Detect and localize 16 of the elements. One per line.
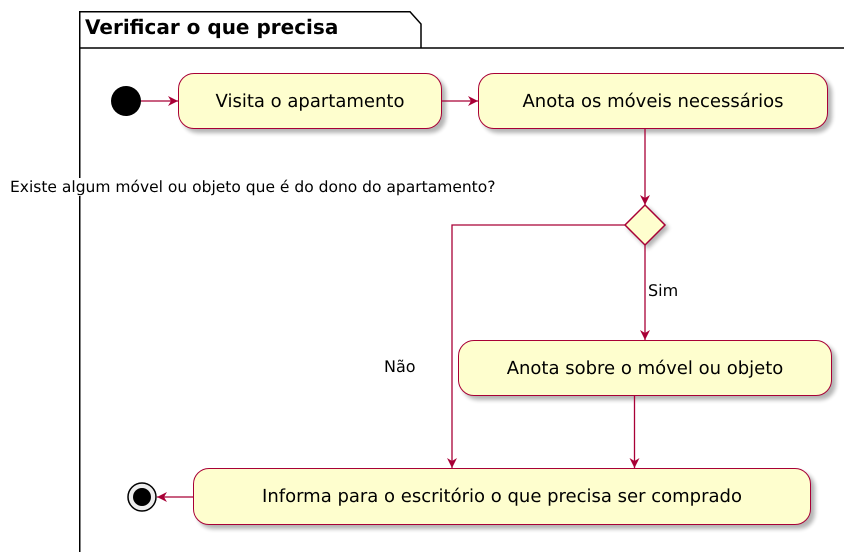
decision-question: Existe algum móvel ou objeto que é do dono do apartamento? xyxy=(10,178,496,196)
action-box: Visita o apartamento xyxy=(178,73,442,129)
arrow xyxy=(630,396,640,468)
start-node xyxy=(111,86,141,116)
end-node xyxy=(127,482,157,512)
decision-diamond xyxy=(625,205,665,245)
arrow xyxy=(442,96,478,106)
arrow xyxy=(447,224,625,468)
arrow xyxy=(157,492,193,502)
arrow xyxy=(640,129,650,205)
arrow xyxy=(141,96,178,106)
action-box: Anota os móveis necessários xyxy=(478,73,828,129)
action-box: Informa para o escritório o que precisa ser comprado xyxy=(193,468,811,525)
action-box: Anota sobre o móvel ou objeto xyxy=(458,340,832,396)
arrow xyxy=(640,245,650,340)
package-title: Verificar o que precisa xyxy=(85,15,338,39)
